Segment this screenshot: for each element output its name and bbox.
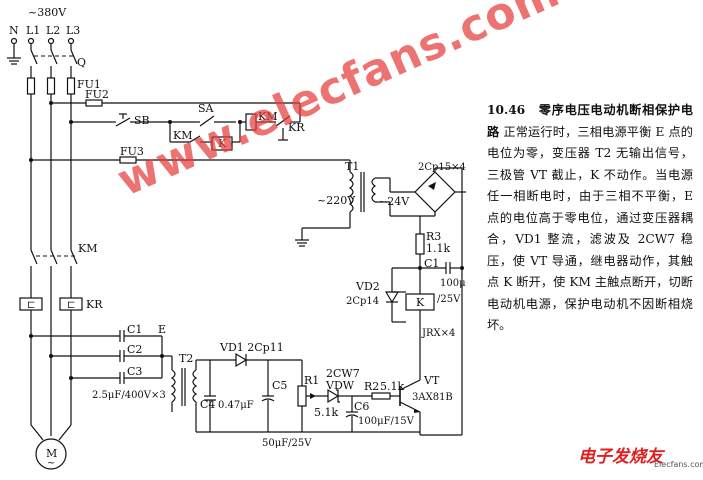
vt-name: VT xyxy=(423,374,440,387)
r2-name: R2 xyxy=(364,380,379,393)
c5-label: C5 xyxy=(272,379,287,392)
logo-english: Elecfans.com xyxy=(654,460,703,469)
c4-value: 0.47μF xyxy=(218,400,254,411)
detector-circuit xyxy=(196,352,462,436)
c6-value: 100μF/15V xyxy=(358,416,415,427)
t1-primary-label: ~220V xyxy=(317,194,356,207)
phase-l3-label: L3 xyxy=(66,24,80,37)
main-power-lines xyxy=(30,94,72,250)
c4-label: C4 xyxy=(200,398,215,411)
km-main-label: KM xyxy=(78,242,97,255)
supply-voltage-label: ~380V xyxy=(28,6,67,19)
r3-name: R3 xyxy=(426,230,441,243)
r2-value: 5.1k xyxy=(380,380,404,393)
supply-terminals xyxy=(10,37,75,45)
control-feed xyxy=(49,99,300,107)
star-c2-label: C2 xyxy=(127,343,142,356)
fuse-fu1-label: FU1 xyxy=(77,78,101,91)
node-e-label: E xyxy=(158,323,166,336)
bridge-rectifier xyxy=(389,167,466,435)
t1-feed xyxy=(29,156,351,172)
r1-value: 5.1k xyxy=(314,406,338,419)
description-block: 10.46 零序电压电动机断相保护电路 正常运行时，三相电源平衡 E 点的电位为… xyxy=(487,100,693,337)
kr-contact-label: KR xyxy=(288,121,305,134)
t2-label: T2 xyxy=(179,352,193,365)
c1-name: C1 xyxy=(424,257,439,270)
relay-type: JRX×4 xyxy=(421,328,455,339)
vd2-type: 2Cp14 xyxy=(346,296,379,307)
c1-voltage: /25V xyxy=(437,294,461,305)
zener-name: VDW xyxy=(325,379,355,392)
motor xyxy=(30,424,72,470)
relay-coil-label: K xyxy=(416,296,425,309)
heater1-symbol: ⊏ xyxy=(27,300,35,311)
sa-label: SA xyxy=(198,102,215,115)
zener-type: 2CW7 xyxy=(326,367,360,380)
control-circuit xyxy=(69,103,301,151)
c5-value: 50μF/25V xyxy=(262,438,312,449)
transformer-t2 xyxy=(162,355,200,432)
fuse-fu2-label: FU2 xyxy=(85,88,109,101)
km-coil-label: KM xyxy=(258,110,277,123)
heater2-symbol: ⊏ xyxy=(67,300,75,311)
switch-q-label: Q xyxy=(77,56,86,69)
phase-n-label: N xyxy=(9,24,19,37)
k-contact-label: K xyxy=(218,137,227,150)
logo-chinese: 电子发烧友 xyxy=(578,447,663,467)
fuse-fu3-label: FU3 xyxy=(120,145,144,158)
r3-value: 1.1k xyxy=(426,242,450,255)
star-c3-label: C3 xyxy=(127,365,142,378)
vd2-name: VD2 xyxy=(355,280,380,293)
phase-l1-label: L1 xyxy=(26,24,40,37)
kr-overload-label: KR xyxy=(86,298,103,311)
description-body: 正常运行时，三相电源平衡 E 点的电位为零，变压器 T2 无输出信号，三极管 V… xyxy=(487,124,693,333)
km-main-contacts xyxy=(30,249,78,298)
vt-type: 3AX81B xyxy=(412,392,453,403)
transformer-t1 xyxy=(295,171,390,247)
t1-label: T1 xyxy=(345,160,359,173)
motor-ac-symbol: ~ xyxy=(47,458,55,469)
phase-l2-label: L2 xyxy=(46,24,60,37)
overload-relay-kr: ⊏ ⊏ xyxy=(19,297,83,425)
bridge-label: 2Cp15×4 xyxy=(418,162,466,173)
star-capacitors xyxy=(29,330,164,384)
fuses-fu1 xyxy=(26,77,76,95)
c6-name: C6 xyxy=(354,400,369,413)
star-c1-label: C1 xyxy=(127,323,142,336)
c1-value: 100μ xyxy=(440,278,466,289)
vd1-label: VD1 2Cp11 xyxy=(219,341,284,354)
caps-rating-label: 2.5μF/400V×3 xyxy=(92,390,166,401)
sb-label: SB xyxy=(134,114,150,127)
relay-and-vd2 xyxy=(384,268,435,352)
motor-label: M xyxy=(46,447,57,460)
neutral-ground xyxy=(7,44,21,65)
r1-name: R1 xyxy=(304,374,319,387)
t1-secondary-label: ~24V xyxy=(378,195,410,208)
main-switch-q xyxy=(30,44,78,78)
km-aux-label: KM xyxy=(173,129,192,142)
description-heading: 10.46 零序电压电动机断相保护电路 xyxy=(487,103,693,139)
site-logo: 电子发烧友 Elecfans.com xyxy=(574,440,703,476)
